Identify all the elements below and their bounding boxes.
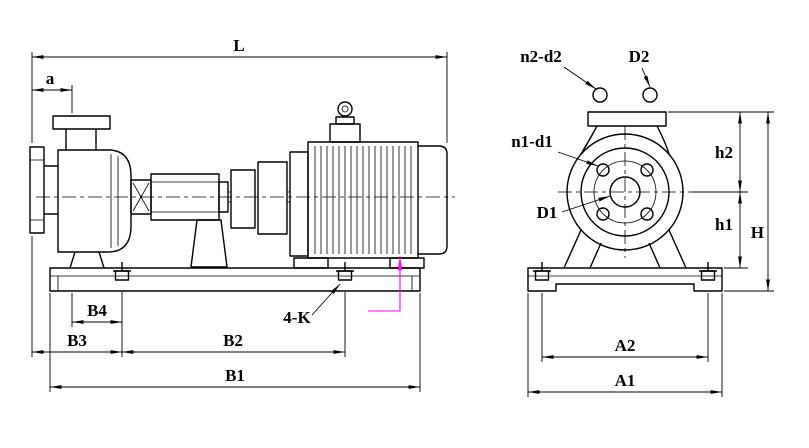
side-view-pump-and-motor	[29, 101, 455, 292]
support-pedestal	[563, 229, 687, 269]
dim-label-b1: B1	[225, 366, 245, 385]
callout-label-discharge-diameter: D2	[629, 47, 650, 66]
baseplate	[49, 267, 421, 292]
motor-body	[307, 141, 419, 259]
extension-lines-side-view	[31, 52, 448, 392]
suction-flange	[29, 146, 58, 234]
motor	[289, 101, 448, 269]
anchor-bolt-left	[533, 262, 551, 281]
leader-discharge-diameter	[641, 67, 651, 88]
extension-lines-end-view	[527, 111, 774, 397]
end-view-pump	[527, 87, 723, 292]
leader-suction-diameter	[561, 195, 611, 213]
lifting-eye	[337, 101, 353, 117]
dim-label-h2: h2	[715, 143, 733, 162]
dim-label-a: a	[46, 69, 55, 88]
terminal-box	[329, 123, 361, 143]
discharge-flange-side	[52, 115, 111, 150]
callout-label-anchor-bolt-holes: 4-K	[283, 308, 311, 327]
dim-label-a1: A1	[615, 371, 636, 390]
dim-label-b2: B2	[223, 331, 243, 350]
highlight-annotation	[368, 256, 403, 312]
dim-label-overall-length: L	[233, 36, 244, 55]
callout-label-suction-diameter: D1	[537, 203, 558, 222]
shaft	[228, 191, 290, 203]
discharge-flange-top	[580, 87, 670, 155]
anchor-bolt-left	[113, 262, 131, 281]
pump-casing	[57, 149, 132, 269]
discharge-bolt-hole-left	[592, 87, 608, 103]
coupling	[230, 161, 288, 235]
base	[527, 267, 723, 292]
motor-end-bell	[289, 151, 309, 257]
leader-suction-bolt-holes	[557, 151, 599, 167]
dim-label-b4: B4	[87, 301, 107, 320]
anchor-bolt-right	[336, 262, 354, 281]
center-lines	[558, 126, 692, 258]
dim-label-a2: A2	[615, 336, 636, 355]
callout-label-discharge-bolt-holes: n2-d2	[520, 47, 562, 66]
casing-circles	[566, 133, 684, 251]
dimensions: L a B4 B3 B2 B1 4-K h2 h1 H A2 A1	[31, 36, 774, 397]
motor-foot-rear	[389, 257, 425, 269]
anchor-bolt-right	[699, 262, 717, 281]
discharge-bolt-hole-right	[642, 87, 658, 103]
fan-cover	[418, 145, 448, 255]
motor-foot-front	[293, 257, 329, 269]
motor-cooling-fins	[310, 146, 416, 254]
callout-label-suction-bolt-holes: n1-d1	[511, 132, 553, 151]
dim-label-b3: B3	[67, 331, 87, 350]
dim-label-h1: h1	[715, 215, 733, 234]
dim-label-overall-height: H	[751, 223, 764, 242]
leader-discharge-bolt-holes	[563, 66, 597, 90]
bearing-frame	[150, 173, 229, 268]
leader-anchor-bolt-holes	[311, 283, 341, 316]
suction-flange-bolt-holes	[596, 163, 654, 221]
